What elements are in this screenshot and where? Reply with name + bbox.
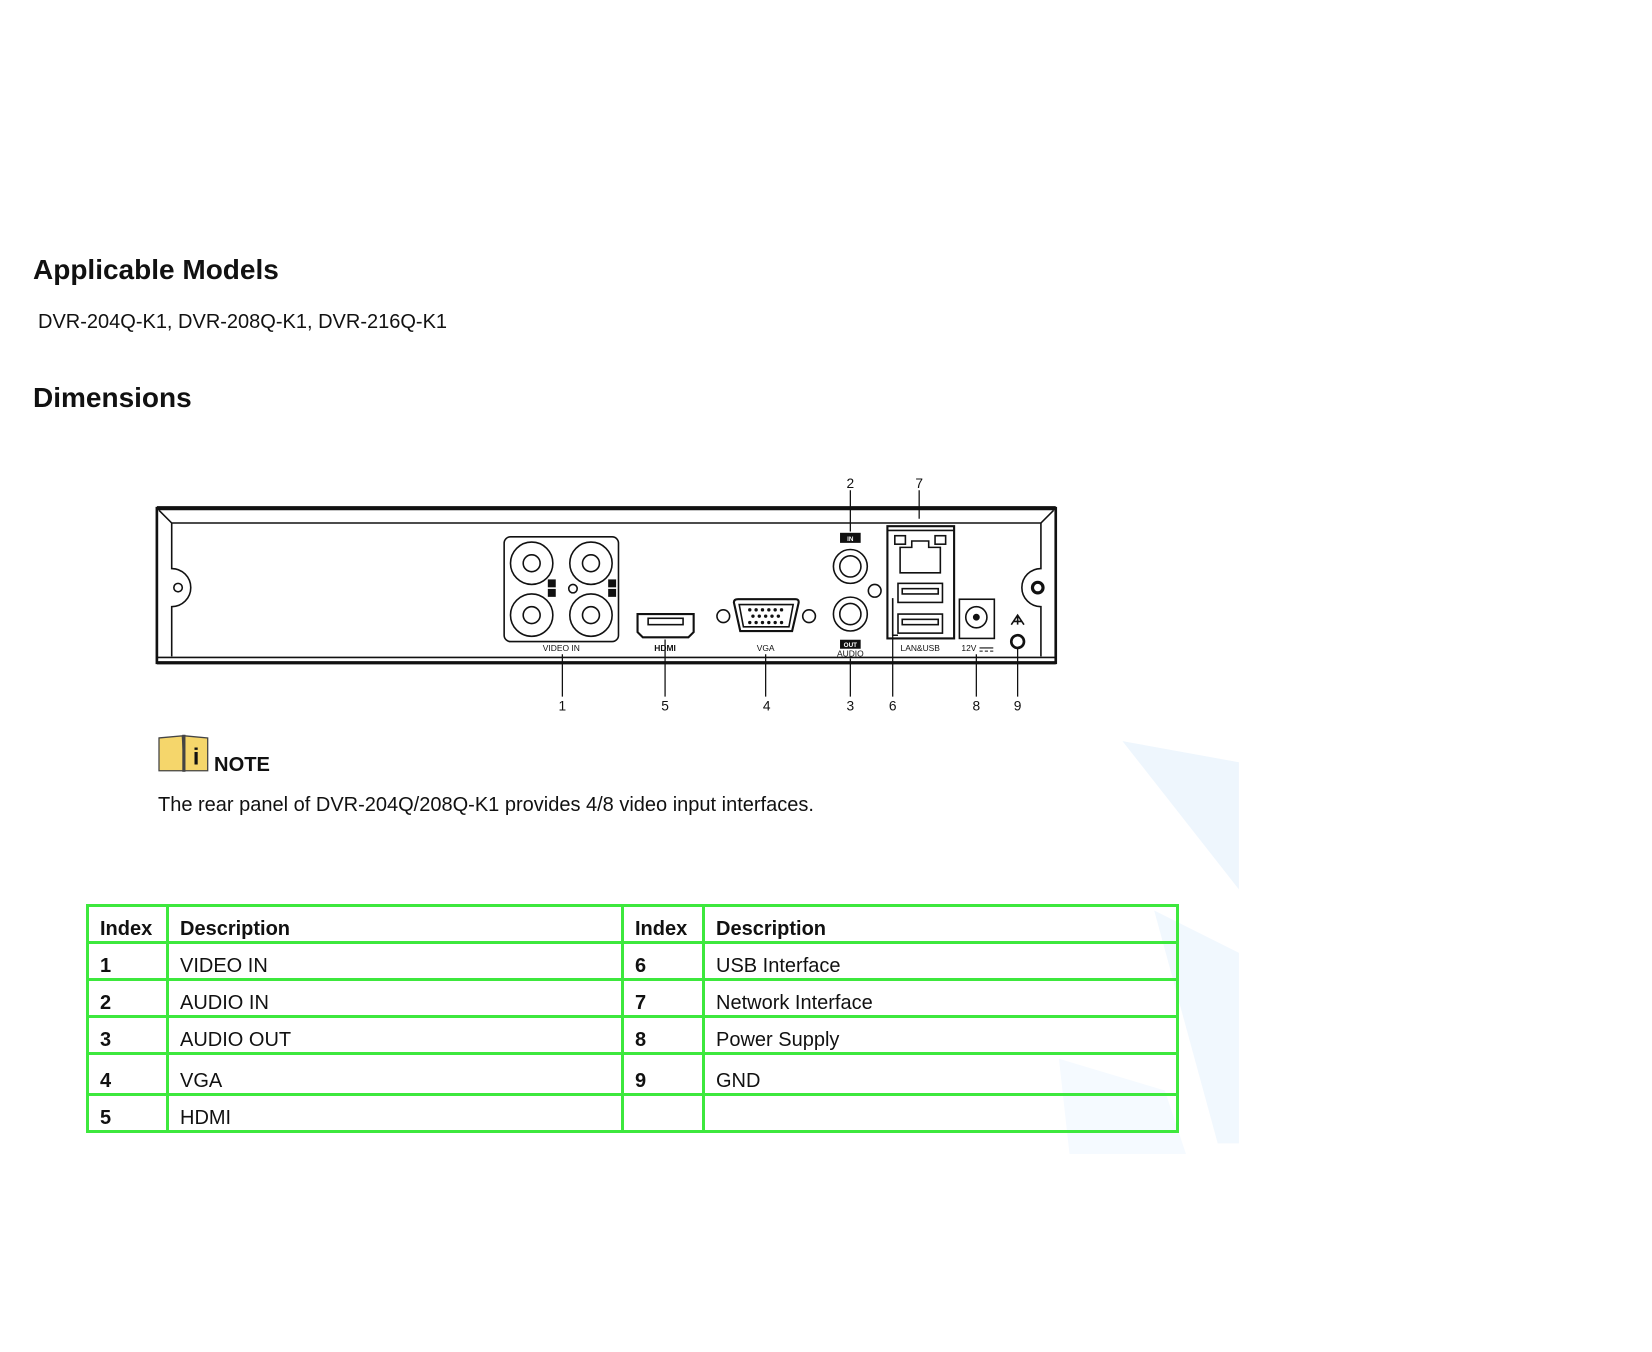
index-cell: [621, 1093, 705, 1133]
note-text: The rear panel of DVR-204Q/208Q-K1 provi…: [158, 794, 814, 816]
table-row: 2 AUDIO IN 7 Network Interface: [86, 978, 1179, 1018]
index-cell: 5: [86, 1093, 169, 1133]
chassis: [155, 506, 1058, 665]
description-cell: Network Interface: [702, 978, 1179, 1018]
note-label: NOTE: [214, 754, 270, 776]
applicable-models-heading: Applicable Models: [33, 254, 279, 285]
lan-usb-label: LAN&USB: [900, 643, 940, 653]
callout-lines: [561, 490, 1019, 697]
description-cell: HDMI: [166, 1093, 624, 1133]
index-cell: 2: [86, 978, 169, 1018]
index-cell: 9: [621, 1052, 705, 1096]
power-label: 12V: [961, 643, 976, 653]
audio-label: AUDIO: [837, 648, 864, 658]
index-cell: 3: [86, 1015, 169, 1055]
index-cell: 8: [621, 1015, 705, 1055]
table-row: 5 HDMI: [86, 1093, 1179, 1133]
description-cell: USB Interface: [702, 941, 1179, 981]
svg-text:i: i: [193, 743, 199, 769]
callout-6: 6: [889, 698, 897, 713]
vga-label: VGA: [757, 643, 775, 653]
audio-ports: [832, 532, 882, 649]
callout-1: 1: [559, 698, 567, 713]
table-row: 4 VGA 9 GND: [86, 1052, 1179, 1096]
interface-table: Index Description Index Description 1 VI…: [86, 904, 1179, 1133]
callout-2: 2: [847, 476, 855, 491]
header-index: Index: [86, 904, 169, 944]
callout-9: 9: [1014, 698, 1022, 713]
index-cell: 7: [621, 978, 705, 1018]
table-row: 3 AUDIO OUT 8 Power Supply: [86, 1015, 1179, 1055]
models-text: DVR-204Q-K1, DVR-208Q-K1, DVR-216Q-K1: [38, 311, 448, 333]
power-port: [958, 598, 996, 640]
audio-out-label: OUT: [844, 642, 858, 649]
vga-port: [716, 598, 817, 633]
header-description: Description: [702, 904, 1179, 944]
index-cell: 6: [621, 941, 705, 981]
audio-in-label: IN: [847, 536, 854, 543]
callout-8: 8: [973, 698, 981, 713]
index-cell: 4: [86, 1052, 169, 1096]
description-cell: AUDIO OUT: [166, 1015, 624, 1055]
description-cell: VGA: [166, 1052, 624, 1096]
hdmi-port: [636, 613, 695, 639]
description-cell: AUDIO IN: [166, 978, 624, 1018]
description-cell: [702, 1093, 1179, 1133]
table-row: 1 VIDEO IN 6 USB Interface: [86, 941, 1179, 981]
index-cell: 1: [86, 941, 169, 981]
lan-usb-ports: [886, 525, 956, 640]
hdmi-label: HDMI: [654, 643, 676, 653]
video-in-label: VIDEO IN: [543, 643, 580, 653]
video-in-ports: [503, 535, 620, 643]
header-description: Description: [166, 904, 624, 944]
callout-4: 4: [763, 698, 771, 713]
callout-7: 7: [915, 476, 923, 491]
callout-5: 5: [661, 698, 669, 713]
callout-3: 3: [847, 698, 855, 713]
gnd-terminal: [1009, 613, 1026, 650]
description-cell: GND: [702, 1052, 1179, 1096]
description-cell: VIDEO IN: [166, 941, 624, 981]
header-index: Index: [621, 904, 705, 944]
table-header-row: Index Description Index Description: [86, 904, 1179, 944]
note-icon: i: [158, 734, 209, 772]
dimensions-heading: Dimensions: [33, 382, 192, 413]
description-cell: Power Supply: [702, 1015, 1179, 1055]
